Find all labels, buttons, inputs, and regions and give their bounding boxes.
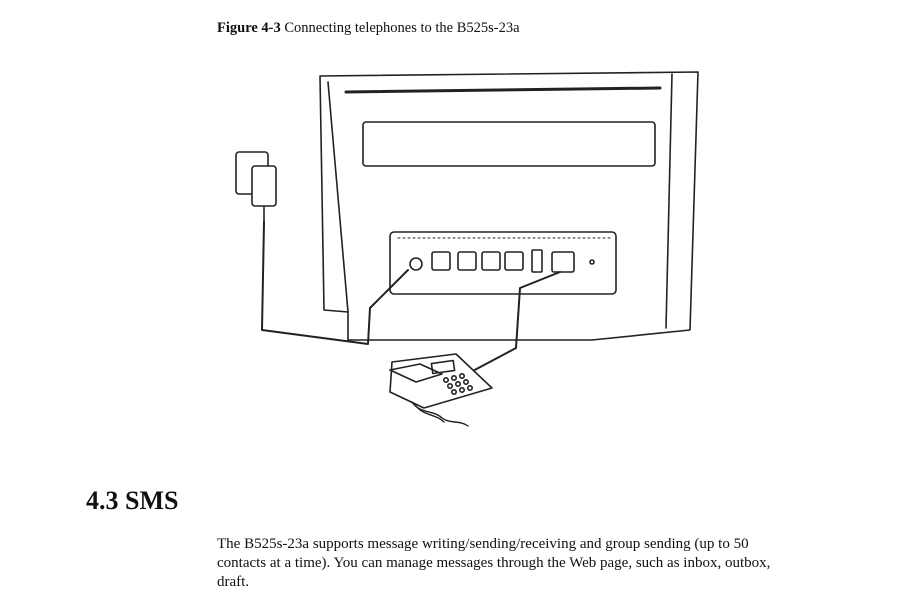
telephone-icon — [389, 353, 493, 427]
phone-cable — [451, 271, 561, 383]
paragraph-line-2: contacts at a time). You can manage mess… — [217, 555, 771, 571]
section-heading: 4.3 SMS — [86, 486, 178, 516]
paragraph-line-3: draft. — [217, 574, 250, 590]
power-adapter-icon — [235, 151, 409, 345]
section-number: 4.3 — [86, 486, 119, 515]
sms-description: The B525s-23a supports message writing/s… — [217, 535, 837, 592]
figure-caption-text: Connecting telephones to the B525s-23a — [284, 20, 520, 36]
router-telephone-illustration — [235, 71, 699, 427]
paragraph-line-1: The B525s-23a supports message writing/s… — [217, 536, 749, 552]
router-icon — [319, 71, 699, 341]
figure-label: Figure 4-3 — [217, 20, 281, 36]
figure-caption: Figure 4-3 Connecting telephones to the … — [217, 20, 520, 37]
section-title: SMS — [125, 486, 179, 515]
